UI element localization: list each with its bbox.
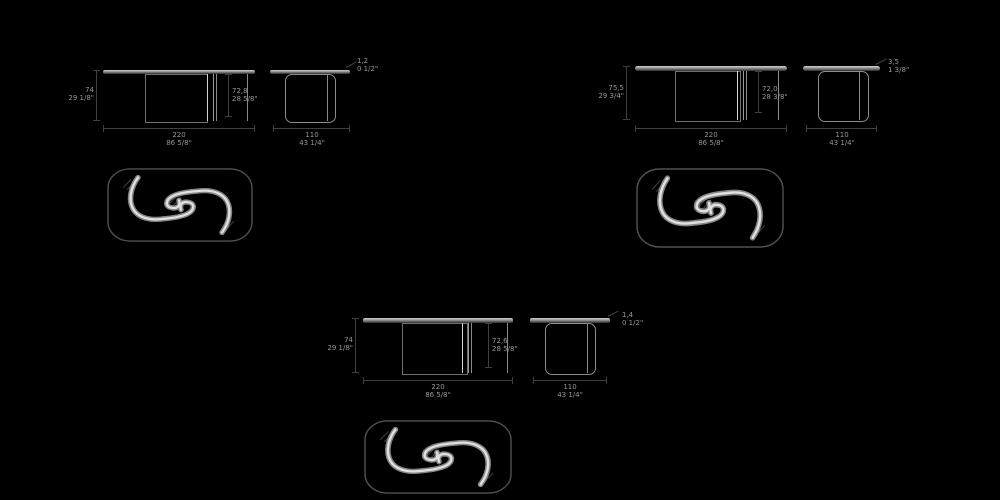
base-side [285, 74, 336, 123]
height-label: 74 29 1/8" [315, 336, 353, 353]
clearance-label: 72,8 28 5/8" [232, 87, 268, 104]
base-panel [145, 74, 208, 123]
thickness-leader-line [345, 61, 357, 68]
height-in: 29 1/8" [327, 344, 353, 353]
sculptural-base-squiggle [127, 174, 233, 236]
clearance-dimension-line [755, 71, 762, 113]
length-dimension-line [363, 377, 513, 384]
thickness-leader-line [875, 58, 887, 65]
length-cm: 220 [431, 383, 445, 391]
thickness-in: 1 3/8" [888, 66, 910, 75]
thickness-label: 3,5 1 3/8" [888, 58, 924, 75]
top-view [107, 168, 253, 242]
base-leg-line [587, 323, 588, 373]
depth-cm: 110 [563, 383, 577, 391]
height-label: 75,5 29 3/4" [586, 84, 624, 101]
depth-dimension-line [273, 125, 350, 132]
length-label: 220 86 5/8" [139, 131, 219, 148]
base-leg-line [778, 71, 779, 120]
base-leg-line [247, 74, 248, 121]
length-cm: 220 [704, 131, 718, 139]
thickness-label: 1,2 0 1/2" [357, 57, 393, 74]
clearance-cm: 72,6 [492, 337, 508, 345]
base-leg-line [327, 74, 328, 121]
height-cm: 74 [85, 86, 94, 94]
tabletop-outline [636, 168, 784, 248]
height-label: 74 29 1/8" [56, 86, 94, 103]
clearance-in: 28 5/8" [492, 345, 518, 354]
base-leg-front [737, 71, 744, 120]
length-in: 86 5/8" [166, 139, 192, 148]
sculptural-base-squiggle [385, 426, 491, 488]
tabletop-front [635, 66, 787, 71]
height-dimension-line [623, 66, 630, 120]
length-cm: 220 [172, 131, 186, 139]
base-side [545, 323, 596, 375]
base-leg-front [462, 323, 469, 373]
depth-in: 43 1/4" [299, 139, 325, 148]
depth-cm: 110 [305, 131, 319, 139]
base-leg-front [207, 74, 214, 121]
height-in: 29 1/8" [68, 94, 94, 103]
length-label: 220 86 5/8" [398, 383, 478, 400]
depth-cm: 110 [835, 131, 849, 139]
length-in: 86 5/8" [425, 391, 451, 400]
depth-label: 110 43 1/4" [802, 131, 882, 148]
height-dimension-line [352, 318, 359, 373]
tabletop-side [270, 70, 350, 74]
base-leg-line [746, 71, 747, 120]
height-cm: 75,5 [608, 84, 624, 92]
tabletop-side [530, 318, 610, 323]
thickness-cm: 3,5 [888, 58, 900, 66]
top-view [636, 168, 784, 248]
base-panel [675, 71, 741, 122]
length-dimension-line [103, 125, 255, 132]
tabletop-outline [107, 168, 253, 242]
clearance-dimension-line [225, 74, 232, 117]
length-dimension-line [635, 125, 787, 132]
tabletop-outline [364, 420, 512, 494]
base-leg-line [859, 71, 860, 120]
top-view [364, 420, 512, 494]
height-in: 29 3/4" [598, 92, 624, 101]
length-label: 220 86 5/8" [671, 131, 751, 148]
thickness-in: 0 1/2" [622, 319, 644, 328]
height-dimension-line [93, 70, 100, 121]
tabletop-front [103, 70, 255, 74]
depth-dimension-line [806, 125, 877, 132]
tabletop-side [803, 66, 880, 71]
thickness-leader-line [607, 310, 619, 317]
clearance-cm: 72,0 [762, 85, 778, 93]
clearance-dimension-line [485, 323, 492, 368]
base-leg-line [471, 323, 472, 373]
depth-dimension-line [533, 377, 607, 384]
length-in: 86 5/8" [698, 139, 724, 148]
sculptural-base-squiggle [657, 175, 763, 241]
tabletop-front [363, 318, 513, 323]
depth-in: 43 1/4" [829, 139, 855, 148]
clearance-label: 72,0 28 3/8" [762, 85, 798, 102]
clearance-in: 28 5/8" [232, 95, 258, 104]
thickness-cm: 1,2 [357, 57, 369, 65]
depth-in: 43 1/4" [557, 391, 583, 400]
depth-label: 110 43 1/4" [530, 383, 610, 400]
base-leg-line [216, 74, 217, 121]
base-panel [402, 323, 468, 375]
thickness-in: 0 1/2" [357, 65, 379, 74]
clearance-label: 72,6 28 5/8" [492, 337, 528, 354]
thickness-cm: 1,4 [622, 311, 634, 319]
height-cm: 74 [344, 336, 353, 344]
base-side [818, 71, 869, 122]
depth-label: 110 43 1/4" [272, 131, 352, 148]
clearance-cm: 72,8 [232, 87, 248, 95]
clearance-in: 28 3/8" [762, 93, 788, 102]
base-leg-line [507, 323, 508, 373]
thickness-label: 1,4 0 1/2" [622, 311, 658, 328]
